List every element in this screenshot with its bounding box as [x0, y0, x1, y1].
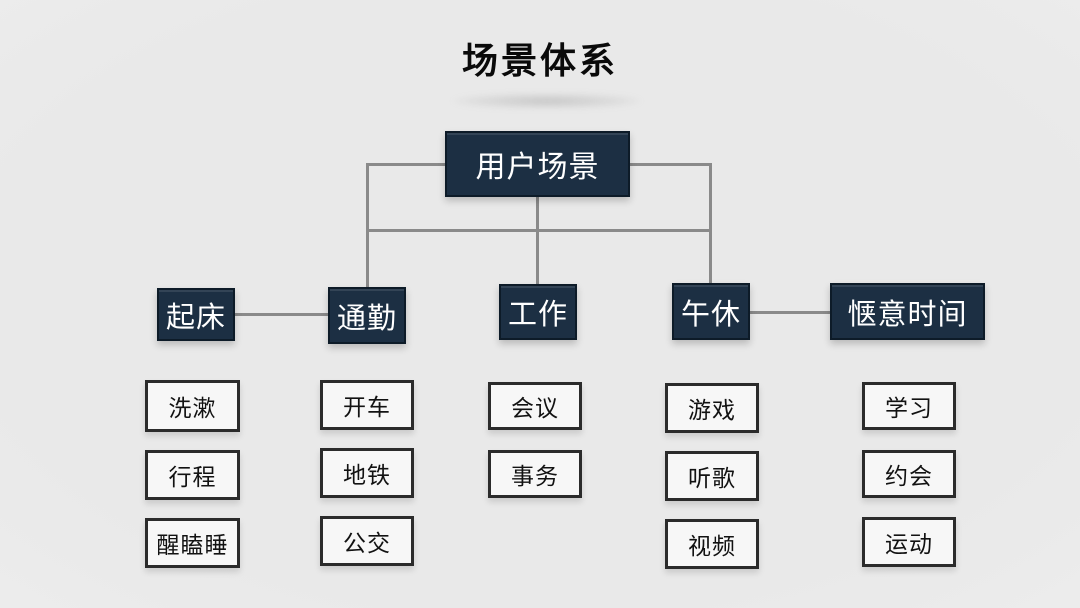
branch-node-leisure-time: 惬意时间 — [830, 283, 985, 340]
connector-wuxiu-qieyi — [750, 311, 830, 314]
branch-node-lunch-break: 午休 — [672, 283, 750, 340]
branch-node-wake-up: 起床 — [157, 288, 235, 341]
root-node-user-scenarios: 用户场景 — [445, 131, 630, 197]
leaf-subway: 地铁 — [320, 448, 414, 498]
leaf-tasks: 事务 — [488, 450, 582, 498]
leaf-study: 学习 — [862, 382, 956, 430]
connector-root-right-horizontal — [629, 163, 712, 166]
leaf-itinerary: 行程 — [145, 450, 240, 500]
connector-qichuang-tongqin — [235, 313, 328, 316]
leaf-exercise: 运动 — [862, 517, 956, 567]
leaf-date: 约会 — [862, 450, 956, 498]
connector-drop-wuxiu — [709, 163, 712, 283]
connector-root-left-horizontal — [366, 163, 447, 166]
connector-drop-gongzuo — [536, 197, 539, 284]
leaf-meeting: 会议 — [488, 382, 582, 430]
branch-node-work: 工作 — [499, 284, 577, 340]
leaf-wash-up: 洗漱 — [145, 380, 240, 432]
connector-bus-horizontal — [366, 229, 712, 232]
leaf-drive: 开车 — [320, 380, 414, 430]
connector-drop-tongqin — [366, 163, 369, 287]
leaf-games: 游戏 — [665, 383, 759, 433]
diagram-title: 场景体系 — [461, 40, 618, 81]
leaf-music: 听歌 — [665, 451, 759, 501]
leaf-video: 视频 — [665, 519, 759, 569]
branch-node-commute: 通勤 — [328, 287, 406, 344]
leaf-wake-doze: 醒瞌睡 — [145, 518, 240, 568]
leaf-bus: 公交 — [320, 516, 414, 566]
title-shadow-smudge — [452, 93, 642, 109]
